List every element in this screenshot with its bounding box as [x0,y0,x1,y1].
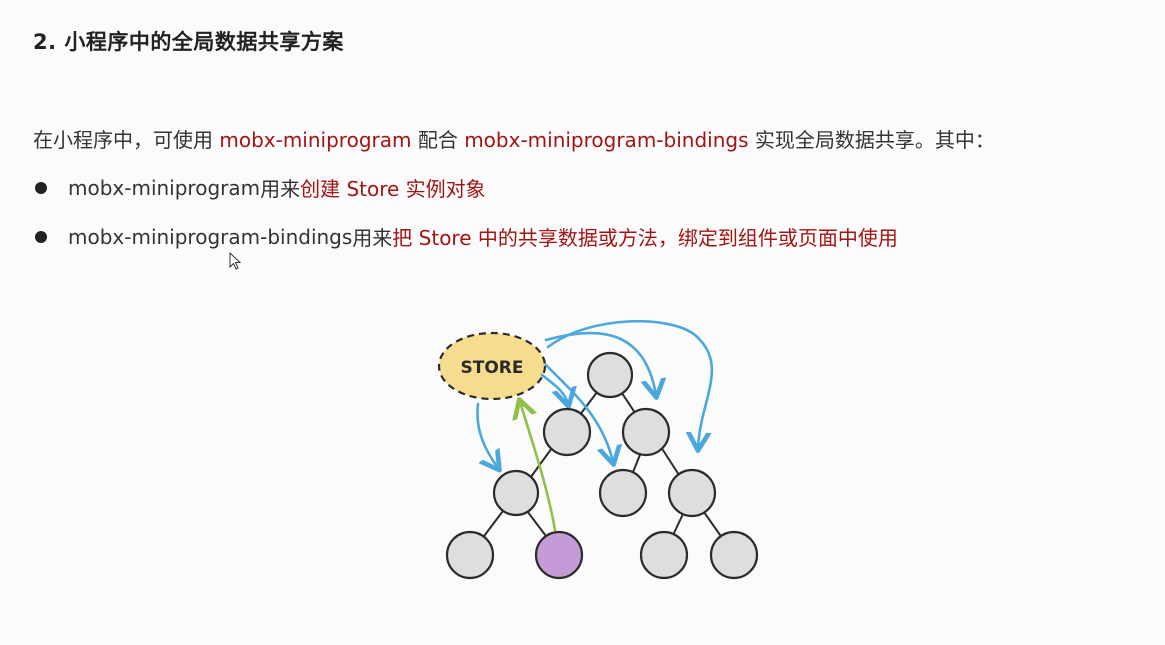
intro-middle: 配合 [411,128,465,152]
bullet-dot-icon [35,181,47,194]
intro-suffix: 实现全局数据共享。其中： [748,128,995,152]
bullet-lib: mobx-miniprogram [68,175,261,200]
tree-node [586,351,634,399]
intro-prefix: 在小程序中，可使用 [33,128,220,152]
tree-node [639,530,689,580]
store-share-arrows [476,320,714,468]
tree-node [709,530,759,580]
tree-node [667,468,717,518]
tree-node [621,407,671,457]
intro-paragraph: 在小程序中，可使用 mobx-miniprogram 配合 mobx-minip… [33,124,995,153]
tree-edges [471,374,733,553]
bullet-dot-icon [35,230,47,243]
update-store-arrow [520,402,557,532]
tree-node [598,468,648,518]
bullet-verb: 用来 [260,177,301,201]
slide-title: 2. 小程序中的全局数据共享方案 [33,30,344,54]
store-tree-diagram: STORE [437,320,759,580]
intro-lib-bindings: mobx-miniprogram-bindings [464,128,749,152]
bullet-highlight: 把 Store 中的共享数据或方法，绑定到组件或页面中使用 [392,226,898,250]
bullet-item: mobx-miniprogram 用来创建 Store 实例对象 [33,173,486,202]
store-label: STORE [461,358,524,378]
mouse-pointer-icon [229,252,242,270]
tree-node [542,407,592,457]
tree-node [445,530,495,580]
store-node: STORE [437,331,547,401]
tree-node-active [534,530,584,580]
bullet-highlight: 创建 Store 实例对象 [300,177,486,201]
bullet-lib: mobx-miniprogram-bindings [68,224,353,249]
intro-lib-mobx: mobx-miniprogram [219,128,412,152]
tree-nodes [445,351,759,580]
bullet-item: mobx-miniprogram-bindings 用来把 Store 中的共享… [33,222,898,251]
tree-node [492,469,540,517]
bullet-verb: 用来 [352,226,393,250]
